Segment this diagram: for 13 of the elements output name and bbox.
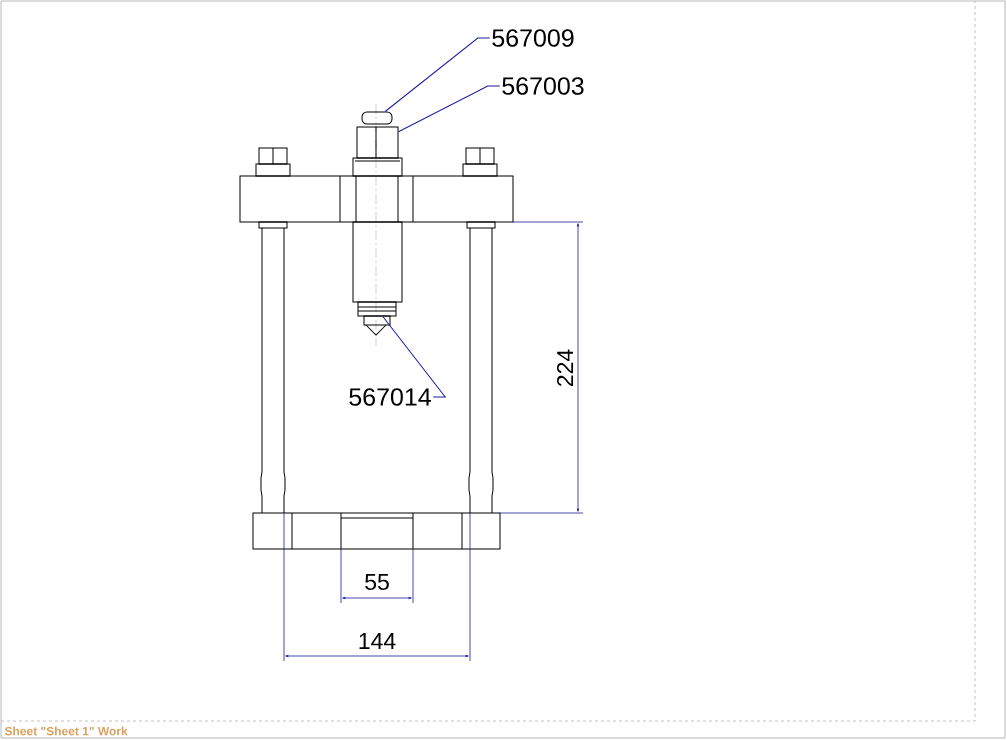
part xyxy=(357,301,397,317)
dimension-text: 144 xyxy=(359,633,396,649)
part xyxy=(356,126,399,159)
part xyxy=(361,111,393,125)
callout-number: 567009 xyxy=(492,29,574,47)
callout-number: 567014 xyxy=(349,388,431,406)
leader-line xyxy=(384,37,491,112)
leader-line xyxy=(382,316,446,398)
dimension-text: 55 xyxy=(365,574,389,591)
sheet-label: Sheet "Sheet 1" Work xyxy=(4,726,128,736)
leader-line xyxy=(398,85,501,133)
dimension-text: 224 xyxy=(557,349,574,387)
callout-number: 567003 xyxy=(502,77,584,95)
